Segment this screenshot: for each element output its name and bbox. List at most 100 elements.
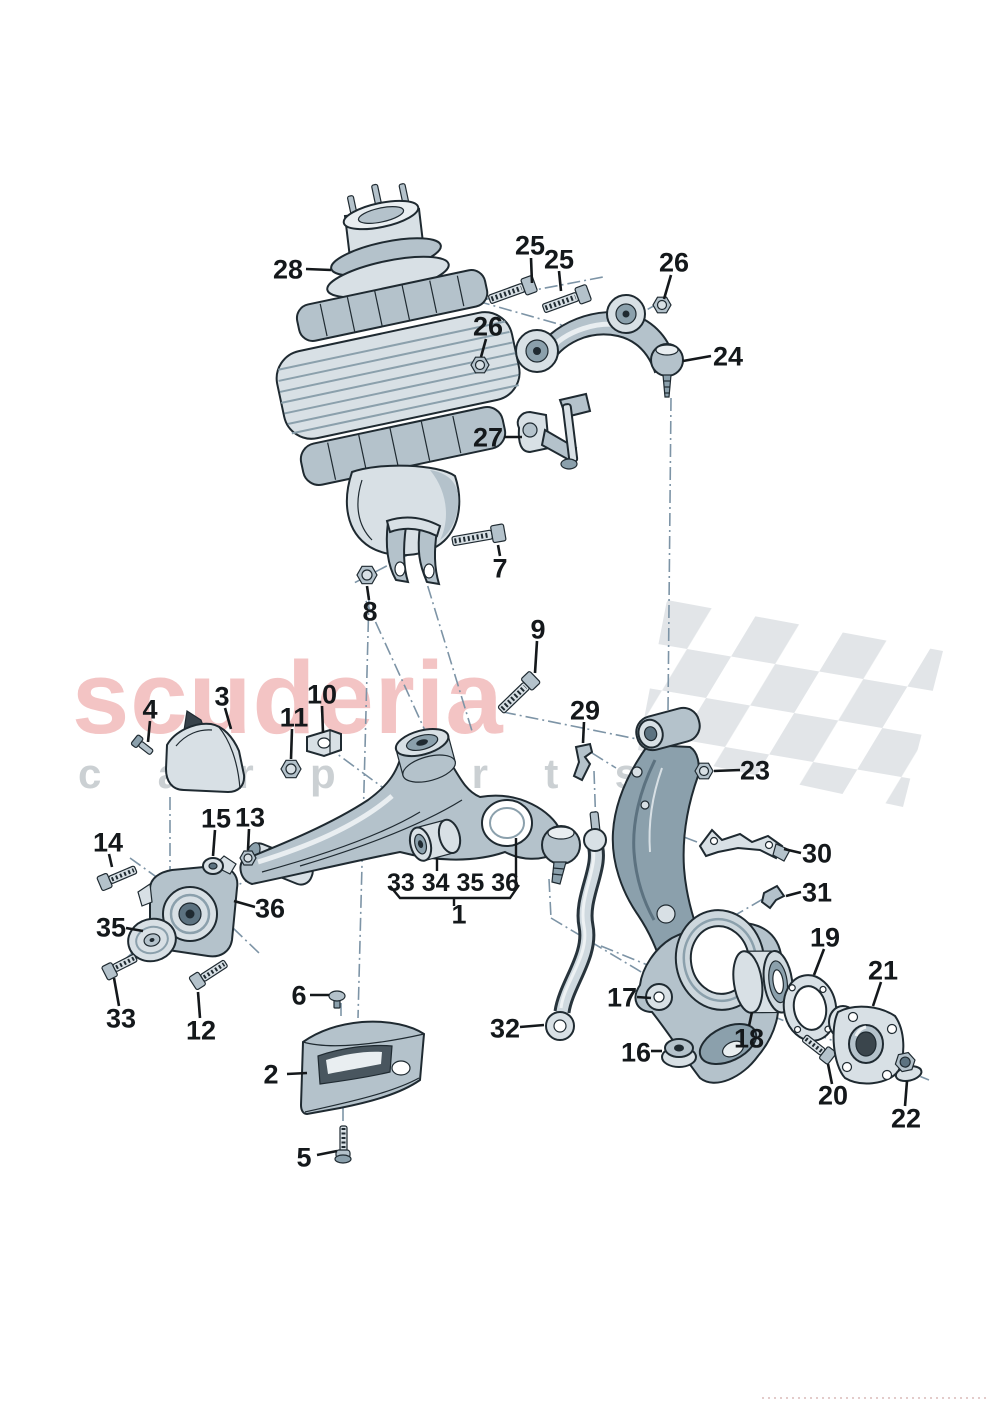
guide-line-1 (420, 563, 473, 732)
leader-24 (682, 354, 712, 363)
leader-4 (146, 720, 152, 743)
leader-35 (125, 926, 144, 933)
callout-36: 36 (255, 893, 285, 923)
guide-line-7 (550, 917, 659, 983)
callout-23: 23 (740, 755, 770, 785)
callout-35: 35 (96, 912, 126, 942)
leader-3 (223, 707, 233, 730)
guide-line-6 (548, 878, 552, 919)
housing-bolt-bottom (334, 1125, 352, 1164)
protective-housing (299, 1020, 426, 1116)
leader-31 (785, 890, 802, 898)
upper-arm-bolt-rear (542, 284, 592, 313)
leader-26-right (662, 274, 673, 300)
arm-front-bolt (96, 865, 138, 892)
leader-15 (211, 829, 217, 857)
callout-18: 18 (734, 1023, 764, 1053)
leader-19 (812, 948, 826, 976)
leader-9 (533, 640, 539, 674)
leader-7 (496, 544, 502, 557)
lower-control-arm (239, 727, 581, 886)
cover-screw (130, 734, 154, 755)
leader-11 (289, 728, 294, 760)
leader-20 (826, 1063, 834, 1085)
callout-26-right: 26 (659, 247, 689, 277)
callout-24: 24 (713, 341, 743, 371)
leader-12 (196, 991, 202, 1019)
callout-31: 31 (802, 877, 832, 907)
fork-clamp-nut (356, 565, 378, 585)
retaining-clip (760, 884, 786, 910)
sensor-clip (572, 742, 594, 782)
leader-30 (783, 847, 802, 855)
level-sensor (516, 392, 592, 470)
callout-11: 11 (280, 702, 309, 732)
callout-29: 29 (570, 695, 600, 725)
leader-25-upper (529, 257, 534, 284)
hub-nut (894, 1051, 923, 1082)
callout-26-left: 26 (473, 311, 503, 341)
leader-14 (107, 853, 114, 868)
callout-28: 28 (273, 254, 303, 284)
callout-9: 9 (530, 614, 545, 644)
callout-3: 3 (214, 681, 229, 711)
leader-22 (903, 1080, 909, 1107)
callout-12: 12 (186, 1015, 216, 1045)
callout-1: 1 (451, 899, 466, 929)
knuckle-nut (694, 762, 714, 780)
air-spring-strut (275, 183, 521, 586)
plate-bolt (801, 1034, 837, 1065)
leader-36 (233, 899, 256, 909)
callout-10: 10 (307, 679, 337, 709)
guide-line-3 (365, 600, 428, 736)
leader-32 (519, 1023, 545, 1029)
upper-control-arm (515, 294, 684, 398)
bracket-bolt-left (101, 953, 138, 981)
bracket-nut (280, 759, 302, 779)
bracket-bolt-right (188, 959, 228, 991)
callout-33: 33 (106, 1003, 136, 1033)
callout-13: 13 (235, 802, 265, 832)
wheel-bearing (732, 949, 794, 1014)
callout-19: 19 (810, 922, 840, 952)
leader-21 (871, 981, 883, 1007)
guide-line-5 (667, 397, 672, 712)
callout-7: 7 (492, 553, 507, 583)
leader-8 (365, 585, 371, 601)
housing-bolt-top (328, 990, 346, 1009)
leader-23 (713, 768, 741, 773)
cover-cap (164, 709, 246, 794)
checkered-flag-watermark (638, 600, 943, 807)
leader-10 (320, 705, 325, 734)
callout-5: 5 (296, 1142, 311, 1172)
guide-line-21 (591, 752, 617, 769)
washer (202, 857, 224, 875)
callout-2: 2 (263, 1059, 278, 1089)
callout-25-lower: 25 (544, 244, 574, 274)
upper-arm-bolt-front (488, 275, 538, 304)
callout-27: 27 (473, 422, 503, 452)
guide-line-15 (232, 927, 260, 954)
callout-21: 21 (868, 955, 898, 985)
tagline-watermark: c a r p a r t s (78, 750, 638, 797)
guide-line-18 (324, 744, 413, 810)
upper-arm-nut-left (470, 356, 490, 374)
callout-20: 20 (818, 1080, 848, 1110)
callout-8: 8 (362, 596, 377, 626)
upper-arm-nut-right (652, 296, 672, 314)
callout-group-33-36: 33 34 35 36 (387, 869, 519, 897)
leader-26-left (479, 338, 488, 358)
wheel-hub (828, 1005, 905, 1085)
guide-line-11 (476, 300, 584, 332)
leader-17 (636, 995, 652, 1000)
callout-15: 15 (201, 803, 231, 833)
leader-13 (246, 828, 251, 851)
leader-18 (747, 1011, 754, 1027)
arm-mount-bolt (497, 671, 541, 714)
callout-14: 14 (93, 827, 123, 857)
ball-joint-nut (661, 1038, 697, 1068)
callout-17: 17 (607, 982, 637, 1012)
